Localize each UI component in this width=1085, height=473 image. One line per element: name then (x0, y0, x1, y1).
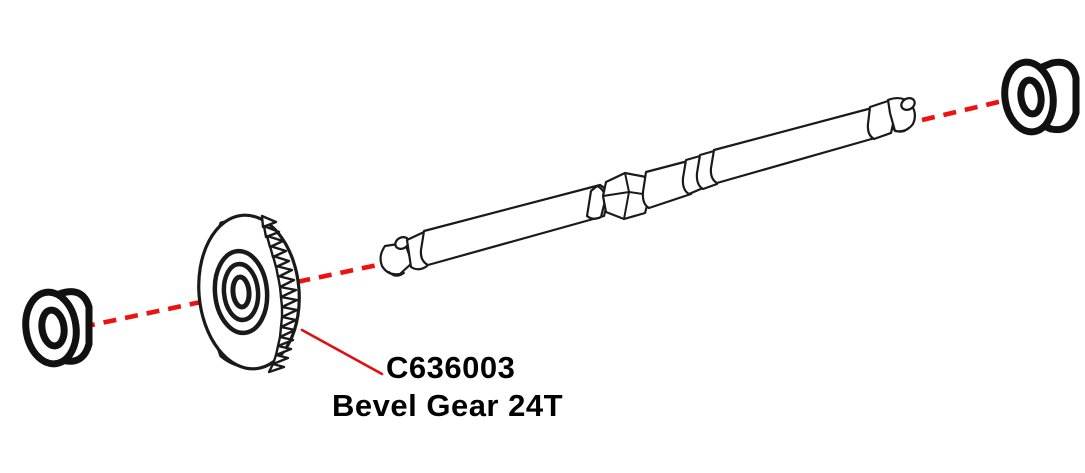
bevel-gear-24t (197, 213, 301, 374)
gear-teeth-ring (260, 214, 299, 374)
callout-part-number: C636003 (386, 350, 516, 385)
center-drive-shaft (379, 96, 917, 277)
ball-bearing-left (22, 288, 93, 368)
gear-leader-line (300, 328, 384, 376)
ball-bearing-right (1001, 58, 1080, 136)
shaft-left-ball-end (379, 236, 414, 277)
callout-part-name: Bevel Gear 24T (332, 387, 564, 423)
assembly-axis-upper (921, 93, 1025, 123)
shaft-hex-collar (601, 171, 652, 221)
shaft-right-ball-end (886, 96, 917, 133)
part-callout: C636003 Bevel Gear 24T (332, 352, 752, 421)
